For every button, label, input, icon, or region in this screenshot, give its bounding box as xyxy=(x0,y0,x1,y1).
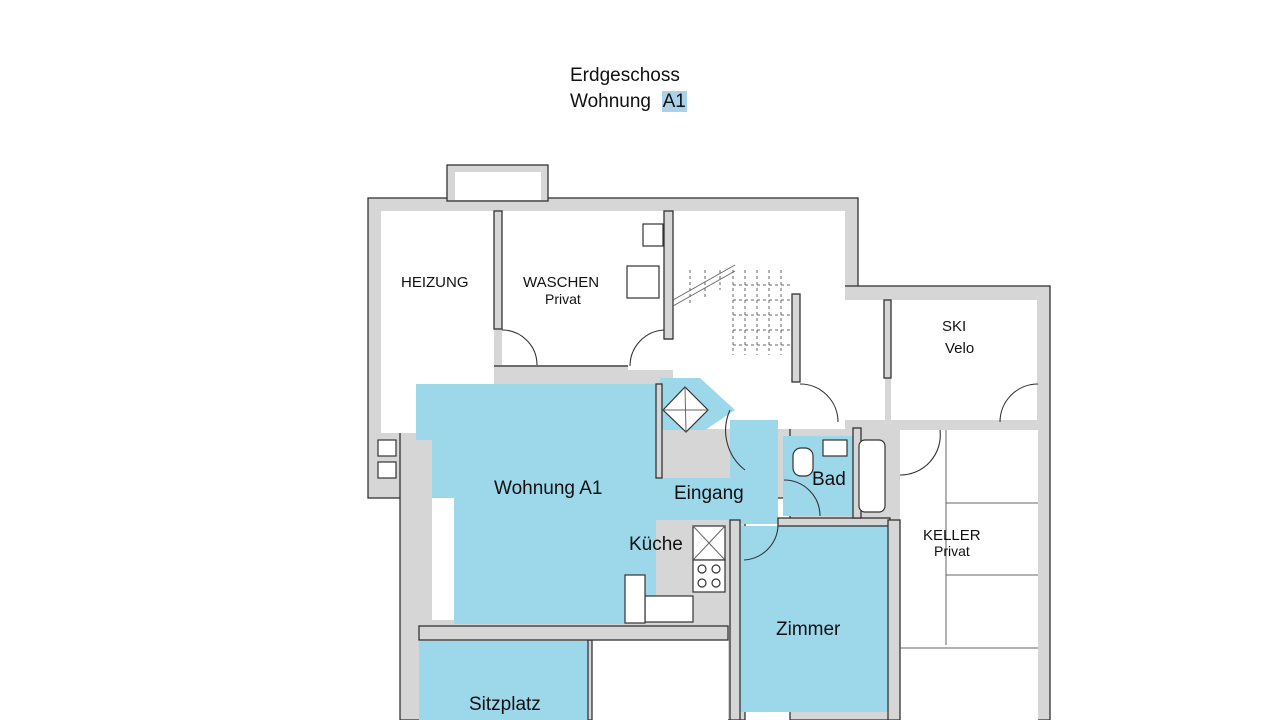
door-zimmer xyxy=(743,525,779,561)
label-zimmer: Zimmer xyxy=(776,619,841,640)
keller-compartments xyxy=(900,430,1038,649)
label-waschen: WASCHEN xyxy=(523,274,599,291)
door-heizung xyxy=(501,329,538,366)
fridge xyxy=(624,574,646,624)
room-ski-left xyxy=(800,300,885,420)
bathtub xyxy=(858,439,886,513)
room-stair-landing xyxy=(628,340,708,370)
partitions xyxy=(418,210,901,720)
sink-waschen xyxy=(642,223,664,247)
label-velo: Velo xyxy=(945,340,974,357)
area-zimmer xyxy=(740,526,888,712)
door-ski xyxy=(799,383,839,423)
apartment-a1 xyxy=(416,378,888,720)
room-sitz-right xyxy=(592,640,728,720)
toilet xyxy=(792,447,814,477)
label-bad: Bad xyxy=(812,469,846,490)
partition-sitz xyxy=(587,639,593,720)
door-keller xyxy=(899,429,941,476)
partition-zimmer-top xyxy=(777,517,891,527)
duct-2 xyxy=(377,461,397,479)
stove xyxy=(692,559,726,593)
label-heizung: HEIZUNG xyxy=(401,274,469,291)
balcony-inner xyxy=(455,172,541,200)
unit-code-highlight: A1 xyxy=(661,91,687,112)
partition-waschen-stair xyxy=(663,210,674,340)
room-labels: HEIZUNG WASCHEN Privat SKI Velo Wohnung … xyxy=(401,274,981,715)
door-eingang xyxy=(725,409,746,471)
fixtures xyxy=(377,223,886,624)
staircase xyxy=(672,264,792,355)
label-ski: SKI xyxy=(942,318,966,335)
bath-sink xyxy=(822,439,848,457)
kitchen-sink xyxy=(644,595,694,623)
door-bad xyxy=(783,479,821,517)
partition-keller-west xyxy=(887,519,901,720)
label-sitzplatz: Sitzplatz xyxy=(469,694,541,715)
washer xyxy=(626,265,660,299)
unit-title: Wohnung A1 xyxy=(570,91,687,112)
partition-heizung-waschen xyxy=(493,210,503,330)
partition-kitchen-counter xyxy=(655,383,663,479)
duct-1 xyxy=(377,439,397,457)
area-sitzplatz xyxy=(419,641,589,720)
label-waschen-sub: Privat xyxy=(545,291,581,307)
room-ski-velo xyxy=(891,300,1037,420)
area-wohnung xyxy=(416,384,778,624)
label-keller: KELLER xyxy=(923,527,981,544)
unit-prefix: Wohnung xyxy=(570,91,651,112)
door-velo xyxy=(999,383,1039,423)
label-eingang: Eingang xyxy=(674,483,744,504)
doors xyxy=(501,329,1039,561)
door-waschen xyxy=(629,329,665,367)
partition-ski-west xyxy=(791,293,801,383)
floor-title: Erdgeschoss xyxy=(570,65,680,86)
label-kueche: Küche xyxy=(629,534,683,555)
label-keller-sub: Privat xyxy=(934,543,970,559)
label-wohnung: Wohnung A1 xyxy=(494,478,602,499)
partition-kitchen-south xyxy=(418,625,729,641)
partition-ski xyxy=(883,299,892,379)
partition-zimmer-west xyxy=(729,519,741,720)
room-terrace-west xyxy=(432,498,454,620)
